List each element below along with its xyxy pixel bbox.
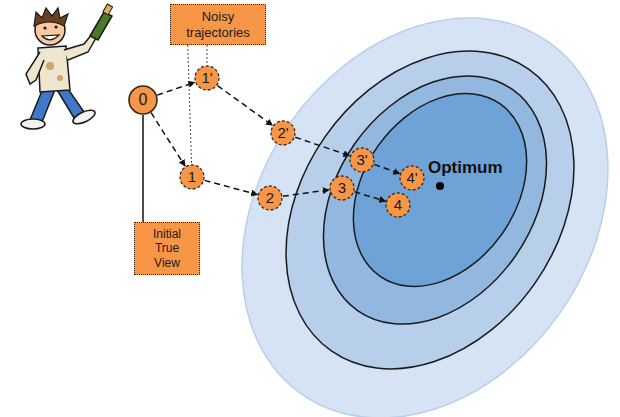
circle-outline: [271, 121, 295, 145]
step-node: 2: [257, 185, 283, 211]
callout-box: Initial True View: [134, 222, 200, 275]
man-eye: [43, 26, 46, 29]
step-number: 2': [277, 124, 288, 142]
man-grin: [42, 35, 59, 40]
optimum-dot: [436, 182, 444, 190]
step-node: 3: [329, 175, 355, 201]
step-number: 4: [394, 196, 402, 214]
leader-line: [207, 45, 208, 65]
contour-third: [277, 33, 592, 367]
leader-line: [188, 45, 192, 164]
man-arm: [64, 34, 96, 60]
trajectory-arrow: [157, 82, 195, 95]
start-node: 0: [128, 85, 158, 115]
bottle-neck: [103, 4, 113, 15]
callout-text: Initial True View: [141, 227, 193, 270]
drunk-man-cartoon: [21, 4, 113, 129]
trajectory-arrow: [151, 113, 185, 166]
circle-outline: [180, 165, 204, 189]
man-shoe: [71, 107, 97, 126]
contour-outer: [167, 0, 620, 417]
trajectory-arrow: [295, 137, 349, 156]
step-number: 3': [356, 151, 367, 169]
circle-outline: [330, 176, 354, 200]
contour-second: [226, 0, 620, 417]
circle-outline: [350, 148, 374, 172]
trajectory-arrow: [374, 164, 400, 173]
man-arm: [26, 52, 44, 84]
trajectory-arrow: [283, 190, 329, 196]
trajectory-arrow: [354, 192, 385, 201]
step-number: 1': [201, 69, 212, 87]
step-node: 4: [385, 192, 411, 218]
step-number: 3: [338, 179, 346, 197]
cost-contours: [167, 0, 620, 417]
man-eye: [54, 25, 57, 28]
circle-outline: [400, 166, 424, 190]
man-shoe: [21, 119, 45, 129]
callout-text: Noisy trajectories: [177, 9, 259, 40]
noisy-step-node: 3': [349, 147, 375, 173]
circle-outline: [195, 66, 219, 90]
noisy-step-node: 2': [270, 120, 296, 146]
circle-outline: [258, 186, 282, 210]
trajectory-arrow: [205, 180, 258, 194]
callout-line: [142, 115, 144, 222]
step-number: 0: [139, 90, 148, 109]
noisy-step-node: 4': [399, 165, 425, 191]
circle-outline: [386, 193, 410, 217]
man-hair: [34, 8, 68, 26]
step-number: 2: [266, 189, 274, 207]
noisy-step-node: 1': [194, 65, 220, 91]
step-number: 4': [406, 169, 417, 187]
shirt-stain: [57, 75, 63, 81]
optimum-label: Optimum: [428, 158, 503, 178]
bottle: [90, 12, 112, 40]
contour-inner: [318, 60, 563, 319]
callout-box: Noisy trajectories: [170, 4, 266, 45]
step-number: 1: [188, 168, 196, 186]
trajectory-arrow: [218, 86, 273, 126]
shirt-stain: [46, 62, 54, 70]
step-node: 1: [179, 164, 205, 190]
circle-outline: [129, 86, 157, 114]
